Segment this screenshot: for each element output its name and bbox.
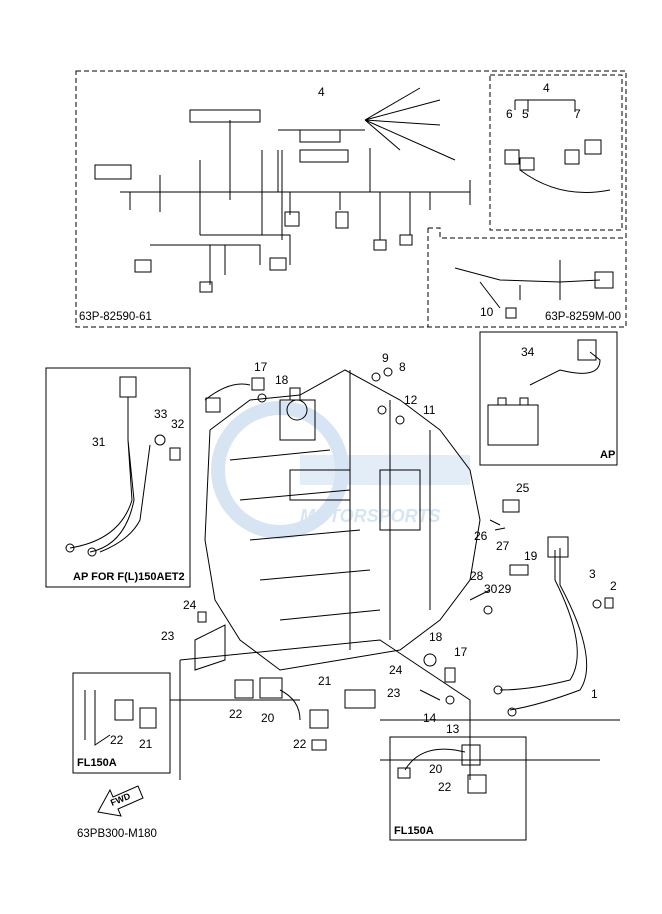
callout-22-fl-left: 22 (110, 733, 124, 747)
watermark-text: MOTORSPORTS (300, 506, 440, 526)
callout-27: 27 (496, 539, 510, 553)
fl150a-right-box: 20 22 FL150A (389, 736, 527, 841)
callout-4-main: 4 (318, 85, 325, 99)
fl150a-left-label: FL150A (77, 757, 117, 769)
part-code-main: 63P-82590-61 (79, 311, 152, 323)
callout-31: 31 (92, 435, 106, 449)
callout-16: 18 (275, 373, 289, 387)
callout-5: 5 (522, 107, 529, 121)
callout-8: 8 (399, 360, 406, 374)
harness-callouts: 4 4 5 6 7 10 63P-82590-61 63P-8259M-00 (79, 81, 621, 323)
callout-33: 33 (154, 407, 168, 421)
callout-20-fl-right: 20 (429, 762, 443, 776)
engine-parts (194, 367, 614, 751)
callout-6: 6 (506, 107, 513, 121)
callout-23-left: 23 (161, 629, 175, 643)
ap-fl150aet2-box: 31 32 33 AP FOR F(L)150AET2 (45, 367, 191, 588)
callout-7: 7 (574, 107, 581, 121)
callout-24-right: 24 (389, 663, 403, 677)
callout-20: 20 (261, 711, 275, 725)
callout-18: 18 (429, 630, 443, 644)
callout-1: 1 (591, 687, 598, 701)
callout-24-left: 24 (183, 598, 197, 612)
callout-32: 32 (171, 417, 185, 431)
fl150a-left-box: 22 21 FL150A (72, 672, 171, 774)
callout-29: 29 (498, 582, 512, 596)
ap-box-label: AP (600, 449, 615, 461)
callout-15: 17 (254, 360, 268, 374)
diagram-code: 63PB300-M180 (77, 828, 157, 840)
engine-callouts: 17 18 9 8 12 11 25 26 27 19 28 30 29 3 2… (161, 351, 617, 751)
callout-3: 3 (589, 567, 596, 581)
part-code-sub: 63P-8259M-00 (545, 311, 621, 323)
callout-21-fl-left: 21 (139, 737, 153, 751)
callout-26: 26 (474, 529, 488, 543)
ap-box: 34 AP (479, 331, 618, 466)
callout-22-a: 22 (229, 707, 243, 721)
callout-21: 21 (318, 674, 332, 688)
callout-13: 13 (446, 722, 460, 736)
callout-14: 14 (423, 711, 437, 725)
callout-22-b: 22 (293, 737, 307, 751)
callout-9: 9 (382, 351, 389, 365)
callout-2: 2 (610, 579, 617, 593)
callout-34: 34 (521, 345, 535, 359)
callout-4-inset: 4 (543, 81, 550, 95)
callout-30: 30 (484, 582, 498, 596)
callout-19: 19 (524, 549, 538, 563)
callout-11: 11 (423, 403, 436, 417)
fwd-arrow-icon: FWD (97, 785, 144, 817)
ap-fl150aet2-label: AP FOR F(L)150AET2 (73, 571, 185, 583)
callout-22-fl-right: 22 (438, 780, 452, 794)
callout-10: 10 (480, 305, 494, 319)
harness-box (75, 70, 627, 328)
callout-23-right: 23 (387, 686, 401, 700)
callout-17: 17 (454, 645, 468, 659)
callout-12: 12 (404, 393, 418, 407)
fl150a-right-label: FL150A (394, 825, 434, 837)
engine-outline (170, 369, 620, 780)
callout-28: 28 (470, 569, 484, 583)
callout-25: 25 (516, 481, 530, 495)
